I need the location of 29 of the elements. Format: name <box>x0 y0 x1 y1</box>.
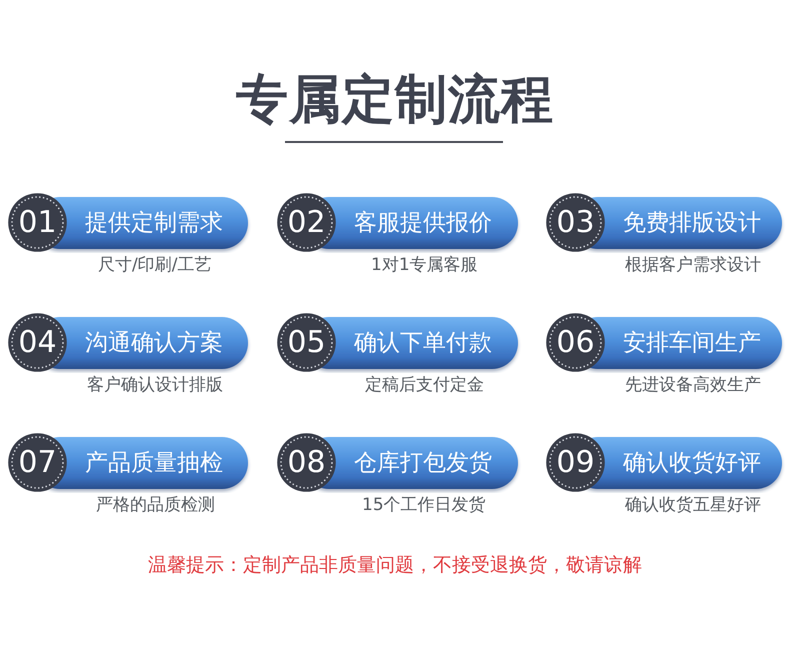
step-title: 提供定制需求 <box>85 209 223 238</box>
step-title: 产品质量抽检 <box>85 449 223 478</box>
step-number: 09 <box>555 444 596 482</box>
step-number: 05 <box>286 324 327 362</box>
step-title: 确认下单付款 <box>354 329 492 358</box>
step-caption: 尺寸/印刷/工艺 <box>98 255 212 276</box>
step-caption: 定稿后支付定金 <box>365 375 484 396</box>
step-caption: 客户确认设计排版 <box>87 375 223 396</box>
step-caption: 确认收货五星好评 <box>625 495 761 516</box>
step-number: 01 <box>17 204 58 242</box>
step-caption: 1对1专属客服 <box>371 255 478 276</box>
step-title: 仓库打包发货 <box>354 449 492 478</box>
step-number: 08 <box>286 444 327 482</box>
note-text: 温馨提示：定制产品非质量问题，不接受退换货，敬请谅解 <box>148 553 642 577</box>
step-title: 确认收货好评 <box>623 449 761 478</box>
step-number: 04 <box>17 324 58 362</box>
diagram-title: 专属定制流程 <box>236 69 554 132</box>
step-caption: 先进设备高效生产 <box>625 375 761 396</box>
step-caption: 严格的品质检测 <box>96 495 215 516</box>
step-number: 02 <box>286 204 327 242</box>
step-number: 03 <box>555 204 596 242</box>
step-title: 安排车间生产 <box>623 329 761 358</box>
step-caption: 15个工作日发货 <box>362 495 486 516</box>
step-title: 客服提供报价 <box>354 209 492 238</box>
step-number: 06 <box>555 324 596 362</box>
step-title: 沟通确认方案 <box>85 329 223 358</box>
step-number: 07 <box>17 444 58 482</box>
step-caption: 根据客户需求设计 <box>625 255 761 276</box>
step-title: 免费排版设计 <box>623 209 761 238</box>
